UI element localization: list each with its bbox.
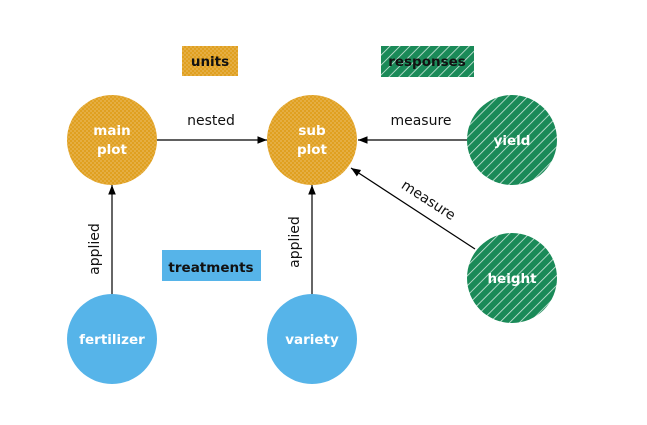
node-yield-label: yield bbox=[494, 133, 531, 149]
node-height: height bbox=[467, 233, 557, 323]
node-height-label: height bbox=[487, 271, 537, 287]
node-fertilizer-circle bbox=[67, 294, 157, 384]
edge-measure-height-arrow bbox=[350, 167, 476, 250]
edge-measure-yield: measure bbox=[358, 113, 467, 144]
node-sub-plot: sub plot bbox=[267, 95, 357, 185]
node-main-plot-label-line1: main bbox=[93, 123, 130, 139]
node-variety-circle bbox=[267, 294, 357, 384]
edge-measure-yield-label: measure bbox=[390, 113, 451, 129]
node-yield: yield bbox=[467, 95, 557, 185]
legend-responses-label: responses bbox=[388, 54, 466, 70]
legend-treatments-label: treatments bbox=[168, 260, 253, 276]
node-height-circle bbox=[467, 233, 557, 323]
node-sub-plot-circle bbox=[267, 95, 357, 185]
node-main-plot-label-line2: plot bbox=[97, 142, 128, 158]
legend-responses-swatch bbox=[381, 46, 474, 77]
node-variety-label: variety bbox=[285, 332, 339, 348]
node-main-plot: main plot bbox=[67, 95, 157, 185]
node-fertilizer-label: fertilizer bbox=[79, 332, 145, 348]
edge-measure-height-label: measure bbox=[398, 177, 458, 224]
edge-nested-label: nested bbox=[187, 113, 235, 129]
edge-measure-height: measure bbox=[350, 167, 476, 250]
node-sub-plot-label-line1: sub bbox=[298, 123, 326, 139]
legend-responses: responses bbox=[381, 46, 474, 77]
edge-applied-variety: applied bbox=[287, 185, 316, 294]
legend-units-swatch bbox=[182, 46, 238, 76]
node-variety: variety bbox=[267, 294, 357, 384]
legend-treatments: treatments bbox=[162, 250, 261, 281]
edge-applied-variety-label: applied bbox=[287, 216, 303, 268]
legend-units: units bbox=[182, 46, 238, 76]
legend-treatments-swatch bbox=[162, 250, 261, 281]
edge-applied-fertilizer: applied bbox=[87, 185, 116, 294]
node-sub-plot-label-line2: plot bbox=[297, 142, 328, 158]
node-yield-circle bbox=[467, 95, 557, 185]
node-main-plot-circle bbox=[67, 95, 157, 185]
edge-applied-fertilizer-label: applied bbox=[87, 223, 103, 275]
edge-nested: nested bbox=[157, 113, 267, 144]
node-fertilizer: fertilizer bbox=[67, 294, 157, 384]
legend-units-label: units bbox=[191, 54, 229, 70]
